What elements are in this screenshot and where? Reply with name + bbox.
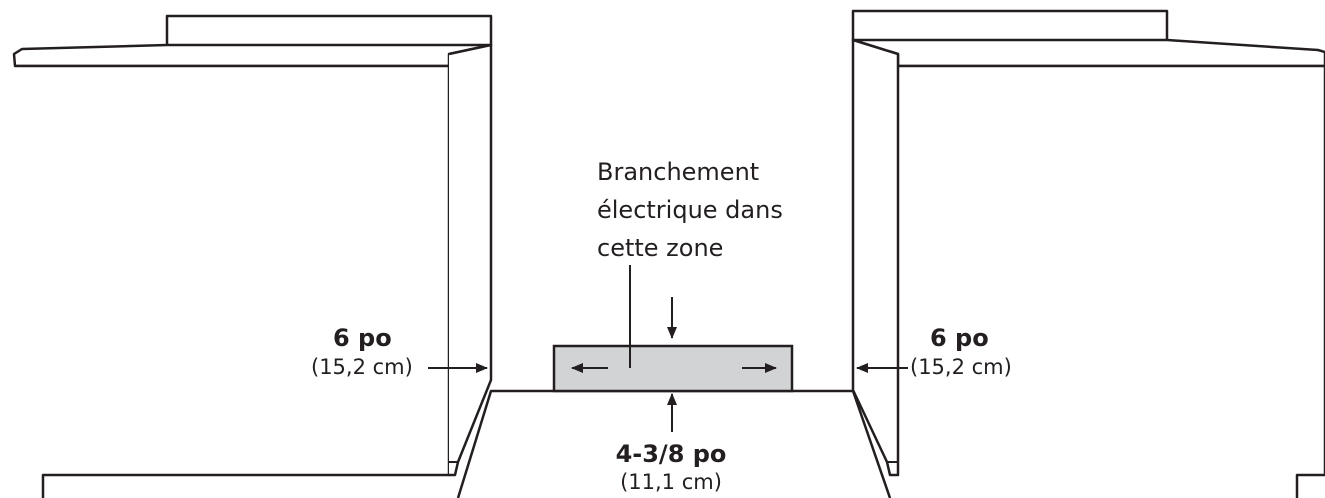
bottom-dimension-imperial: 4-3/8 po [616, 440, 727, 468]
right-appliance-break-mark [886, 461, 898, 476]
callout-text-line-3: cette zone [597, 234, 723, 262]
left-appliance-top-panel [165, 14, 493, 45]
left-dimension-metric: (15,2 cm) [311, 355, 413, 379]
callout-text-line-2: électrique dans [597, 196, 783, 224]
right-appliance-top-panel [851, 9, 1169, 40]
left-appliance-body [15, 64, 451, 498]
right-appliance [851, 9, 1325, 498]
right-dimension-imperial: 6 po [930, 324, 989, 352]
left-appliance-countertop [12, 43, 493, 68]
left-appliance [12, 14, 493, 498]
right-dimension-metric: (15,2 cm) [910, 355, 1012, 379]
left-dimension-imperial: 6 po [333, 324, 392, 352]
callout-text-line-1: Branchement [597, 158, 759, 186]
left-appliance-break-mark [449, 461, 459, 476]
right-appliance-body [898, 64, 1325, 498]
bottom-dimension-metric: (11,1 cm) [620, 470, 722, 494]
right-appliance-countertop [851, 38, 1325, 68]
